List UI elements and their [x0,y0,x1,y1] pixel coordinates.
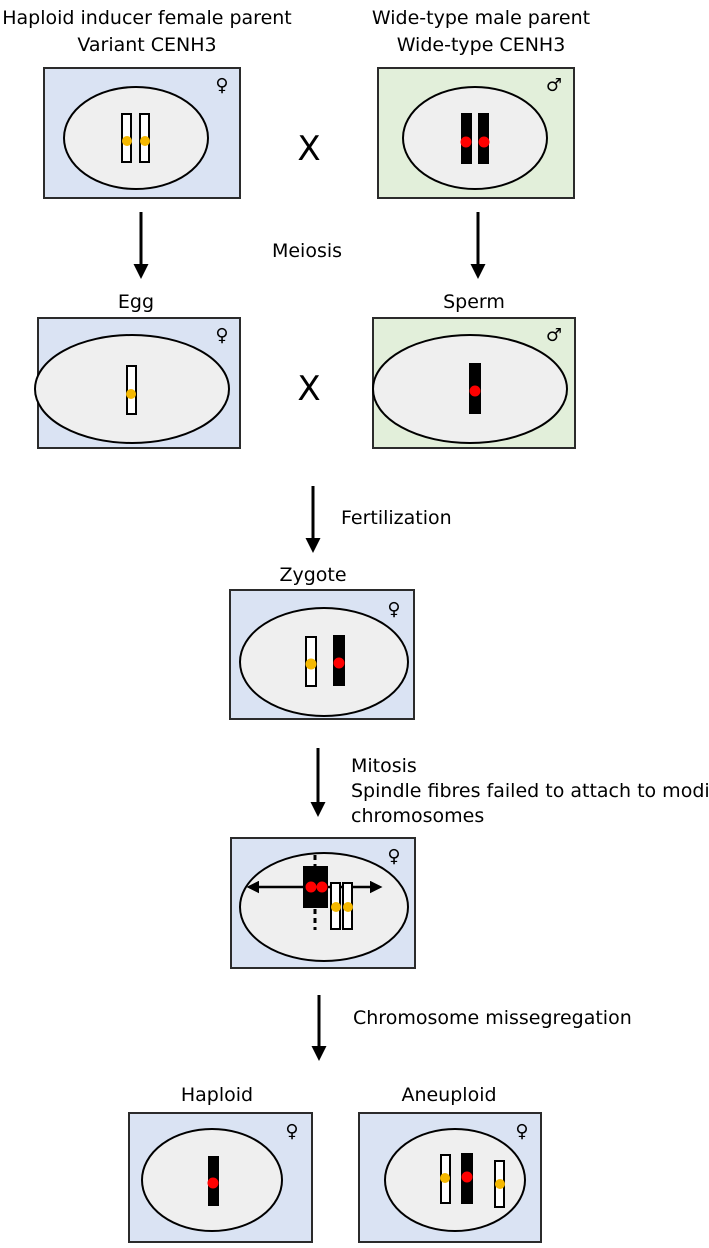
female-parent-title: Haploid inducer female parent [2,7,292,29]
zygote-label: Zygote [279,564,346,586]
female-symbol-icon: ♀ [215,325,228,346]
wildtype-centromere [305,881,317,893]
cross-symbol: X [297,129,320,169]
haploid-cell: ♀ [128,1112,313,1243]
cross-symbol: X [297,369,320,409]
wildtype-centromere [461,1171,473,1183]
wildtype-centromere [460,136,472,148]
male-symbol-icon: ♂ [546,325,562,346]
variant-centromere [122,136,132,146]
wildtype-centromere [316,881,328,893]
egg-label: Egg [118,291,154,313]
mitosis-detail: Spindle fibres failed to attach to modif… [351,780,709,802]
female-symbol-icon: ♀ [387,599,400,620]
variant-centromere [440,1173,450,1183]
male-parent-subtitle: Wide-type CENH3 [397,34,566,56]
female-symbol-icon: ♀ [387,846,400,867]
variant-centromere [331,902,341,912]
variant-centromere [126,389,136,399]
wildtype-centromere [207,1177,219,1189]
female-parent-cell: ♀ [43,67,241,199]
mitosis-detail-cont: chromosomes [351,805,484,827]
missegregation-label: Chromosome missegregation [353,1007,632,1029]
aneuploid-cell: ♀ [358,1112,542,1243]
male-symbol-icon: ♂ [546,75,562,96]
haploid-label: Haploid [181,1084,253,1106]
mitosis-cell: ♀ [230,837,416,969]
variant-centromere [305,658,317,670]
fertilization-label: Fertilization [341,507,452,529]
variant-centromere [140,136,150,146]
sperm-cell: ♂ [372,317,576,449]
male-parent-cell: ♂ [377,67,575,199]
female-symbol-icon: ♀ [515,1121,528,1142]
variant-centromere [343,902,353,912]
wildtype-centromere [333,657,345,669]
female-symbol-icon: ♀ [215,75,228,96]
wildtype-centromere [478,136,490,148]
female-parent-subtitle: Variant CENH3 [77,34,216,56]
meiosis-label: Meiosis [272,240,342,262]
zygote-cell: ♀ [229,589,415,720]
male-parent-title: Wide-type male parent [372,7,590,29]
female-symbol-icon: ♀ [285,1121,298,1142]
mitosis-label: Mitosis [351,755,417,777]
wildtype-centromere [469,385,481,397]
variant-centromere [495,1179,505,1189]
sperm-label: Sperm [443,291,505,313]
egg-cell: ♀ [34,317,241,449]
aneuploid-label: Aneuploid [401,1084,496,1106]
